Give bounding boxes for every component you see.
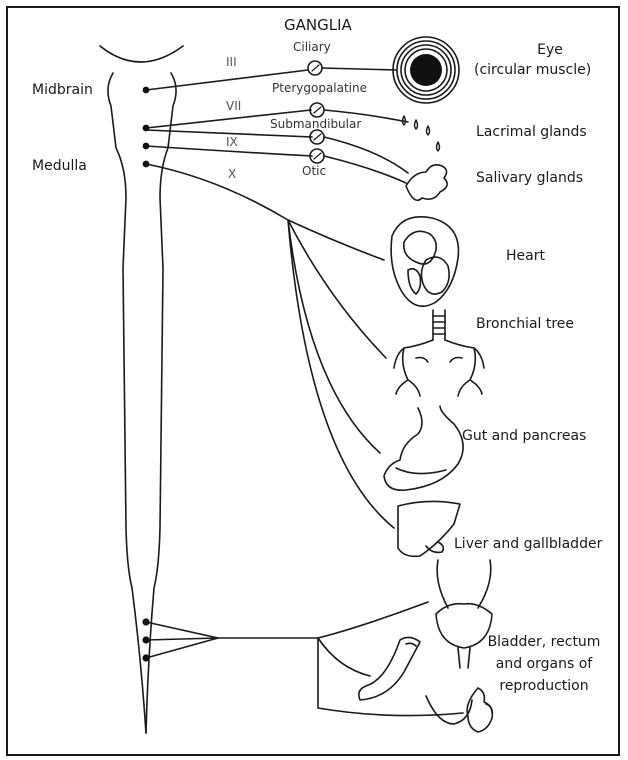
nerve-label-vii: VII (226, 100, 241, 114)
stomach-drawing (384, 406, 463, 490)
heart-drawing (391, 217, 458, 306)
salivary-label: Salivary glands (476, 170, 583, 186)
bronchial-label: Bronchial tree (476, 316, 574, 332)
medulla-label: Medulla (32, 158, 87, 174)
diagram-frame: GANGLIA Midbrain Medulla III VII IX X Ci… (6, 6, 620, 756)
brainstem-outline (100, 46, 183, 62)
sacral-fiber-3 (146, 638, 218, 658)
ganglia-circles (308, 61, 324, 163)
bladder-label-2: and organs of (484, 656, 604, 672)
ciliary-to-eye (322, 68, 396, 70)
sacral-trunk (218, 602, 428, 638)
bronchial-tree-drawing (394, 310, 484, 396)
heart-label: Heart (506, 248, 545, 264)
bladder-label-3: reproduction (484, 678, 604, 694)
nerve-label-iii: III (226, 56, 237, 70)
nerve-x-fiber (146, 164, 288, 220)
eye-label-1: Eye (510, 42, 590, 58)
lacrimal-label: Lacrimal glands (476, 124, 587, 140)
sacral-fiber-1 (146, 622, 218, 638)
ganglion-label-ciliary: Ciliary (293, 41, 331, 55)
vagus-to-heart (288, 220, 384, 260)
vagus-to-liver (288, 220, 394, 528)
salivary-gland-drawing (406, 165, 447, 200)
nerve-label-ix: IX (226, 136, 238, 150)
liver-drawing (398, 501, 460, 556)
otic-to-salivary (324, 156, 406, 183)
eye-label-2: (circular muscle) (474, 62, 591, 78)
spinal-cord-left (108, 73, 146, 733)
midbrain-label: Midbrain (32, 82, 93, 98)
nerve-label-x: X (228, 168, 236, 182)
gut-label: Gut and pancreas (462, 428, 586, 444)
reproductive-drawing (426, 688, 492, 732)
sacral-to-rectum (318, 638, 370, 676)
sacral-fiber-2 (146, 638, 218, 640)
ganglia-title: GANGLIA (284, 17, 352, 34)
ganglion-label-submandibular: Submandibular (270, 118, 361, 132)
ganglion-label-otic: Otic (302, 165, 326, 179)
liver-label: Liver and gallbladder (454, 536, 602, 552)
rectum-drawing (359, 637, 420, 700)
eye-pupil (410, 54, 442, 86)
spinal-cord-right (146, 73, 176, 733)
bladder-drawing (436, 560, 492, 668)
ganglion-label-pterygopalatine: Pterygopalatine (272, 82, 367, 96)
sacral-to-genitals (318, 638, 463, 716)
bladder-label-1: Bladder, rectum (484, 634, 604, 650)
